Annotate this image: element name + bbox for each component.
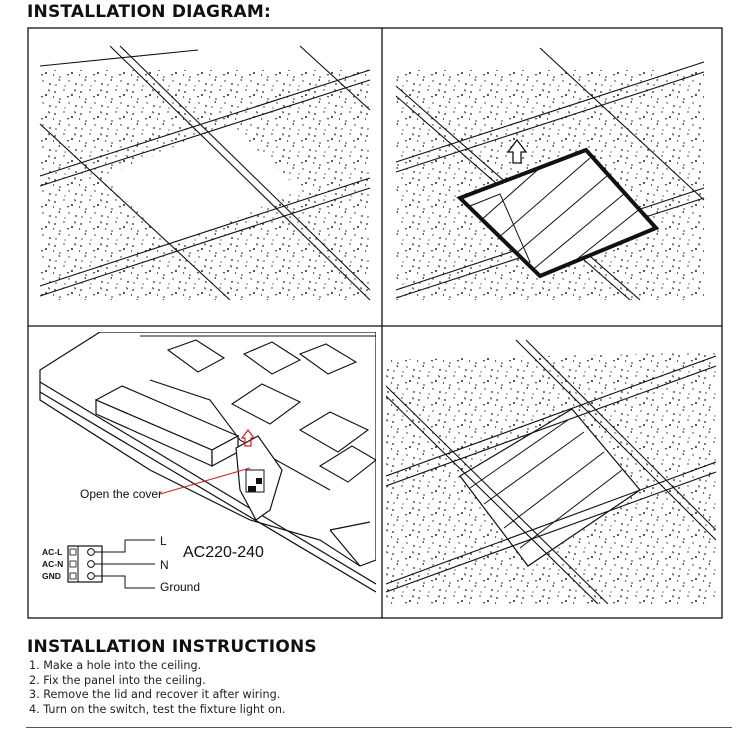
step1-illustration bbox=[39, 45, 371, 301]
ceiling-hole bbox=[102, 124, 300, 246]
open-cover-label: Open the cover bbox=[80, 487, 162, 501]
terminal-label-acl: AC-L bbox=[42, 547, 62, 557]
wire-ground bbox=[95, 575, 155, 589]
diagram-heading: INSTALLATION DIAGRAM: bbox=[27, 2, 271, 22]
wire-l bbox=[95, 539, 155, 553]
instruction-step: 3. Remove the lid and recover it after w… bbox=[29, 688, 281, 702]
led-panel bbox=[456, 147, 660, 279]
instruction-step: 1. Make a hole into the ceiling. bbox=[29, 659, 202, 672]
voltage-label: AC220-240 bbox=[183, 544, 264, 561]
instruction-step: 4. Turn on the switch, test the fixture … bbox=[29, 702, 286, 716]
open-cover-callout-line bbox=[159, 467, 251, 495]
diagram-frame bbox=[27, 27, 723, 619]
step4-illustration bbox=[386, 339, 716, 604]
terminal-label-acn: AC-N bbox=[42, 559, 63, 569]
instruction-step: 2. Fix the panel into the ceiling. bbox=[29, 673, 206, 687]
terminal-label-gnd: GND bbox=[42, 571, 61, 581]
instruction-steps: 1. Make a hole into the ceiling. 2. Fix … bbox=[29, 659, 285, 717]
wire-label-l: L bbox=[160, 534, 167, 548]
instructions-heading: INSTALLATION INSTRUCTIONS bbox=[27, 637, 317, 657]
step3-illustration bbox=[39, 332, 376, 593]
bottom-rule bbox=[26, 727, 732, 728]
wire-label-n: N bbox=[160, 558, 169, 572]
wire-label-ground: Ground bbox=[160, 580, 200, 594]
step2-illustration bbox=[395, 47, 705, 301]
up-arrow-icon bbox=[506, 138, 528, 164]
